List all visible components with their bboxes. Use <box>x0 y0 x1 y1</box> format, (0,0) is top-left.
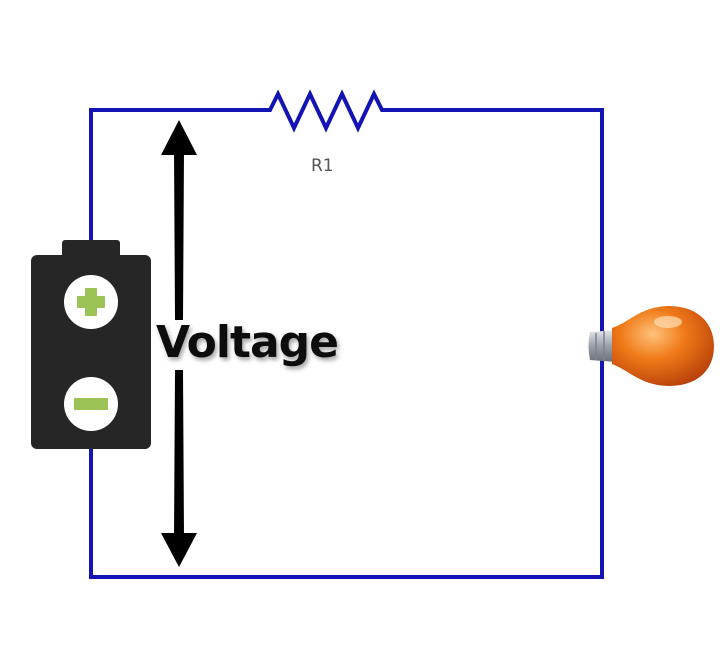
circuit-wires <box>89 89 604 579</box>
minus-icon <box>64 377 118 431</box>
double-headed-arrow-icon <box>161 120 197 567</box>
wire-top-left <box>89 108 238 250</box>
battery-icon <box>31 240 151 449</box>
resistor-label: R1 <box>311 156 334 176</box>
bulb-glass <box>612 306 714 386</box>
bulb-highlight <box>654 316 682 328</box>
plus-icon <box>64 275 118 329</box>
voltage-label: Voltage <box>156 317 338 368</box>
resistor-r1 <box>238 89 410 133</box>
light-bulb-icon <box>588 306 714 386</box>
bulb-base <box>588 330 616 362</box>
wire-top-right <box>89 108 604 579</box>
battery-body <box>31 255 151 449</box>
